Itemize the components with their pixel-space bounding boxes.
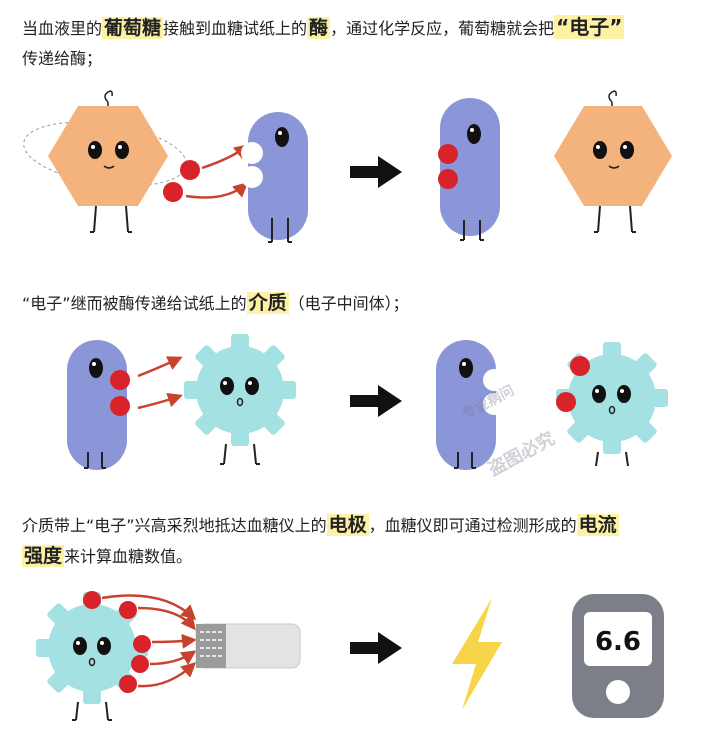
- step2-text-a: “电子”继而被酶传递给试纸上的: [22, 294, 247, 313]
- electron-dot: [438, 169, 458, 189]
- transfer-arrow: [137, 392, 183, 410]
- electron-dot: [133, 635, 151, 653]
- mediator-character: [184, 334, 296, 465]
- step1-text-a: 当血液里的: [22, 19, 103, 38]
- transfer-arrow: [185, 181, 249, 199]
- electron-dot: [438, 144, 458, 164]
- step1-text-c: ，通过化学反应，葡萄糖就会把: [330, 19, 555, 38]
- result-arrow: [350, 385, 402, 417]
- result-arrow: [350, 632, 402, 664]
- electron-dot: [556, 392, 576, 412]
- electron-term: “电子”: [554, 15, 625, 39]
- electron-dot: [163, 182, 183, 202]
- electron-dot: [110, 396, 130, 416]
- enzyme-character: [241, 112, 308, 243]
- mediator-term: 介质: [246, 292, 289, 314]
- scene-enzyme-to-mediator: [67, 334, 668, 470]
- current-term: 电流: [576, 514, 619, 536]
- glucose-character: [48, 90, 168, 233]
- enzyme-term: 酶: [307, 17, 331, 39]
- electron-dot: [119, 675, 137, 693]
- step1-text-d: 传递给酶；: [22, 49, 103, 68]
- electron-dot: [119, 601, 137, 619]
- step3-text-c: 来计算血糖数值。: [64, 547, 193, 566]
- transfer-arrow: [137, 606, 196, 631]
- enzyme-after: [436, 340, 505, 470]
- transfer-arrow: [201, 144, 250, 170]
- scene-glucose-to-enzyme: [23, 90, 672, 243]
- electron-dot: [131, 655, 149, 673]
- step3-text-a: 介质带上“电子”兴高采烈地抵达血糖仪上的: [22, 516, 327, 535]
- electron-dot: [83, 591, 101, 609]
- step1-text-b: 接触到血糖试纸上的: [163, 19, 308, 38]
- step1-text: 当血液里的葡萄糖接触到血糖试纸上的酶，通过化学反应，葡萄糖就会把“电子” 传递给…: [22, 12, 625, 74]
- glucose-character-after: [554, 90, 672, 233]
- intensity-term: 强度: [22, 545, 65, 567]
- glucose-meter: [572, 594, 664, 718]
- step3-text-b: ，血糖仪即可通过检测形成的: [368, 516, 577, 535]
- glucose-hexagon: [48, 106, 168, 206]
- step2-text: “电子”继而被酶传递给试纸上的介质（电子中间体）；: [22, 288, 409, 319]
- electron-dot: [180, 160, 200, 180]
- lightning-icon: [452, 598, 502, 710]
- step2-text-b: （电子中间体）；: [288, 294, 409, 313]
- result-arrow: [350, 156, 402, 188]
- step3-text: 介质带上“电子”兴高采烈地抵达血糖仪上的电极，血糖仪即可通过检测形成的电流 强度…: [22, 510, 619, 572]
- enzyme-character: [67, 340, 127, 470]
- mediator-character: [36, 592, 148, 721]
- transfer-arrow: [101, 594, 197, 621]
- transfer-arrow: [137, 661, 197, 688]
- electrode-term: 电极: [326, 514, 369, 536]
- test-strip: [195, 623, 301, 669]
- enzyme-with-electrons: [440, 98, 500, 241]
- transfer-arrow: [149, 650, 197, 666]
- meter-reading: 6.6: [595, 627, 641, 657]
- transfer-arrow: [137, 356, 183, 378]
- electron-dot: [570, 356, 590, 376]
- scene-mediator-to-meter: 6.6: [36, 591, 664, 721]
- glucose-term: 葡萄糖: [102, 17, 164, 39]
- transfer-arrow: [151, 633, 197, 649]
- electron-dot: [110, 370, 130, 390]
- mediator-with-electrons: [556, 342, 668, 467]
